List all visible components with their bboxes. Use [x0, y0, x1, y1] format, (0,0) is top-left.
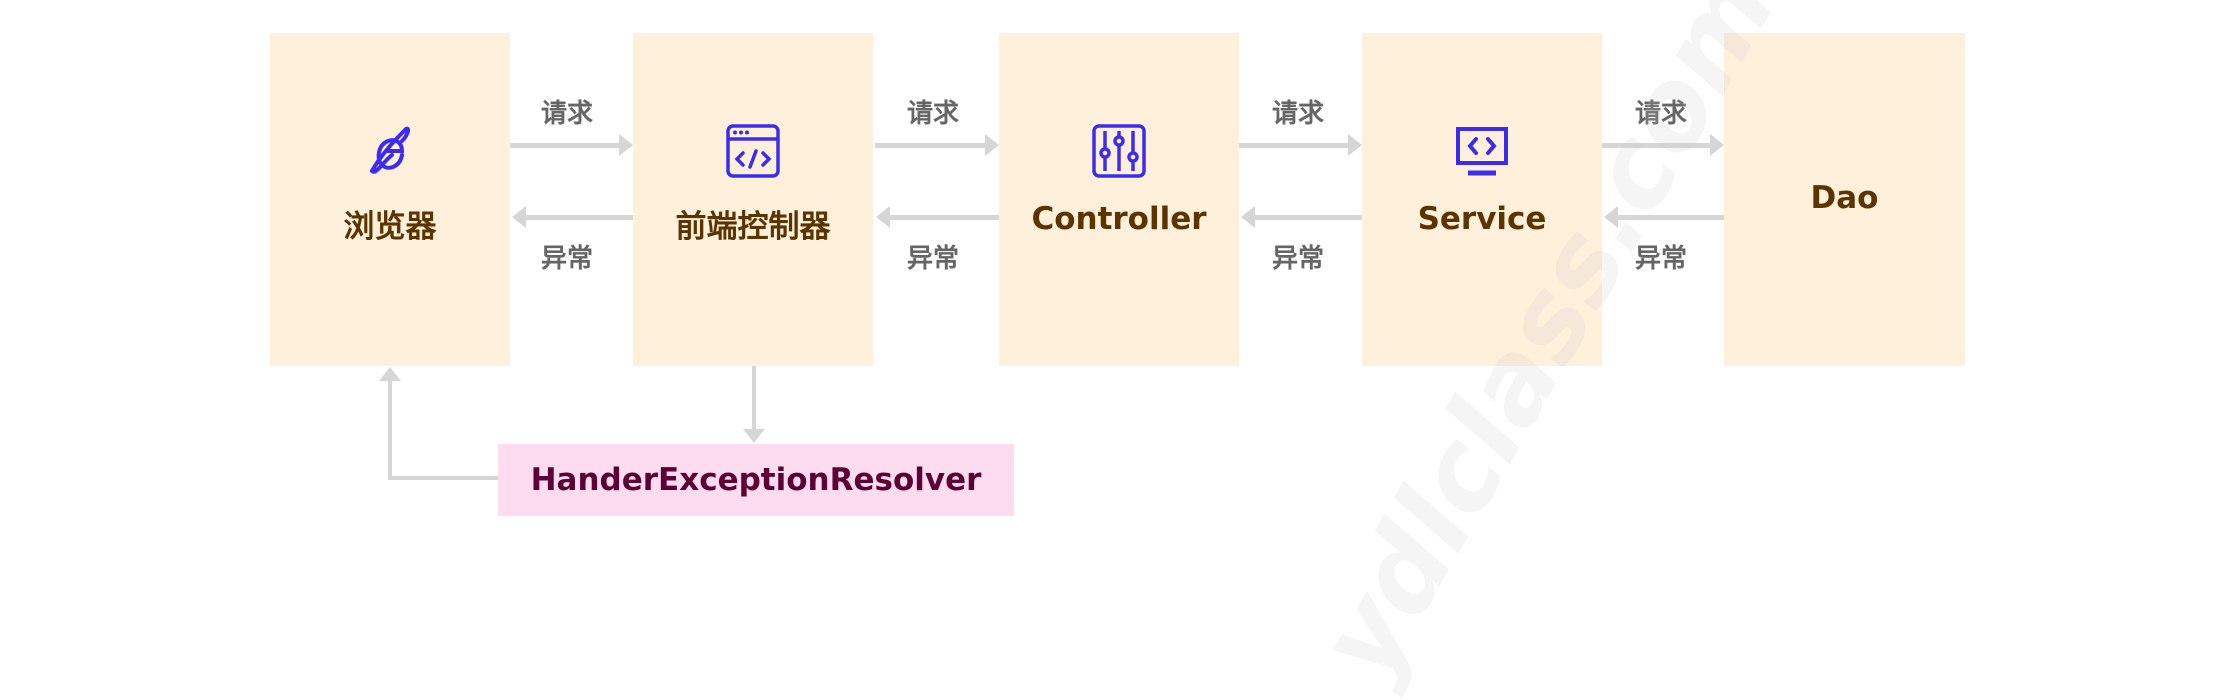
arrow-head [985, 134, 999, 156]
arrow-head [1241, 206, 1255, 228]
arrow-head [1348, 134, 1362, 156]
request-label: 请求 [906, 99, 959, 129]
node-label: Service [1417, 201, 1547, 237]
node-service: Service [1362, 33, 1602, 366]
request-arrow [1239, 143, 1350, 148]
resolver-label: HanderExceptionResolver [530, 462, 982, 498]
code-window-icon [726, 124, 780, 178]
request-arrow [510, 143, 622, 148]
node-browser: 浏览器 [270, 33, 510, 366]
node-controller: Controller [999, 33, 1239, 366]
exception-label: 异常 [906, 244, 959, 274]
arrow-head [619, 134, 633, 156]
request-label: 请求 [540, 99, 593, 129]
arrow-head [876, 206, 890, 228]
monitor-code-icon [1456, 127, 1508, 176]
exception-arrow [888, 215, 999, 220]
node-label: 浏览器 [343, 209, 437, 245]
node-label: Controller [1031, 201, 1207, 237]
request-arrow [1602, 143, 1712, 148]
arrow-head [1710, 134, 1724, 156]
exception-label: 异常 [1634, 244, 1687, 274]
node-dao: Dao [1724, 33, 1965, 366]
arrow-head [379, 367, 401, 381]
resolver-to-browser-line [388, 476, 498, 480]
node-front-controller: 前端控制器 [633, 33, 873, 366]
node-label: 前端控制器 [675, 209, 831, 245]
request-arrow [875, 143, 987, 148]
exception-label: 异常 [1271, 244, 1324, 274]
arrow-head [1604, 206, 1618, 228]
resolver-to-browser-line-vertical [388, 380, 392, 480]
exception-arrow [1616, 215, 1724, 220]
arrow-head [512, 206, 526, 228]
front-to-resolver-line [752, 366, 756, 431]
arrow-head [743, 429, 765, 443]
exception-arrow [524, 215, 633, 220]
exception-label: 异常 [540, 244, 593, 274]
request-label: 请求 [1634, 99, 1687, 129]
exception-arrow [1253, 215, 1362, 220]
sliders-icon [1092, 124, 1146, 178]
node-label: Dao [1810, 180, 1879, 216]
exception-resolver-box: HanderExceptionResolver [498, 444, 1014, 516]
request-label: 请求 [1271, 99, 1324, 129]
browser-globe-icon [369, 126, 411, 174]
